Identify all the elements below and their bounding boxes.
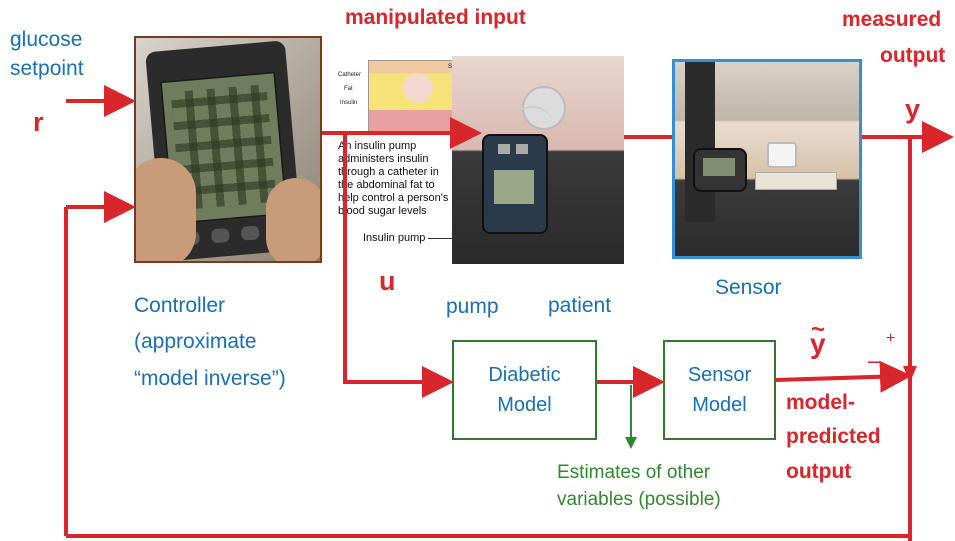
insulin-skin-diagram: Skin Catheter Fat Insulin (338, 58, 470, 138)
arrow-u-to-diabetic-model (343, 133, 454, 398)
glucose-label: glucose (10, 28, 83, 51)
label-insulin: Insulin (340, 100, 358, 106)
diabetic-model-line1: Diabetic (488, 364, 561, 386)
setpoint-label: setpoint (10, 57, 84, 80)
sensor-device (693, 148, 747, 192)
sensor-model-box: Sensor Model (663, 340, 776, 440)
model-output-line1: model- (786, 391, 855, 414)
sensor-label: Sensor (715, 276, 782, 299)
sensor-photo (672, 59, 862, 259)
controller-approx-label: (approximate (134, 330, 257, 353)
minus-sign: – (868, 348, 881, 373)
sensor-model-line2: Model (692, 394, 747, 416)
controller-inverse-label: “model inverse”) (134, 367, 286, 390)
u-symbol: u (379, 266, 396, 296)
label-catheter: Catheter (338, 72, 362, 78)
insulin-pump-callout: Insulin pump (363, 232, 426, 244)
diabetic-model-line2: Model (497, 394, 552, 416)
r-symbol: r (33, 107, 44, 137)
patient-label: patient (548, 294, 612, 317)
model-output-line3: output (786, 460, 852, 483)
y-tilde-symbol: ~ y (810, 316, 826, 359)
controller-label: Controller (134, 294, 226, 317)
y-symbol: y (905, 94, 921, 124)
estimates-line1: Estimates of other (557, 462, 711, 483)
label-fat: Fat (344, 86, 353, 92)
insulin-pump-device (482, 134, 548, 234)
controller-photo (134, 36, 322, 263)
plus-sign: + (886, 330, 896, 347)
patient-pump-photo (452, 56, 624, 264)
estimates-line2: variables (possible) (557, 489, 721, 510)
sensor-patch (767, 142, 797, 168)
model-output-line2: predicted (786, 425, 881, 448)
pump-label: pump (446, 295, 499, 318)
output-label: output (880, 44, 946, 67)
hand (136, 158, 196, 261)
insulin-caption: An insulin pump administers insulin thro… (338, 140, 449, 217)
arrow-model-output-to-sum (775, 360, 912, 393)
sensor-model-line1: Sensor (687, 364, 752, 386)
manipulated-input-label: manipulated input (345, 6, 526, 29)
measured-label: measured (842, 8, 942, 31)
